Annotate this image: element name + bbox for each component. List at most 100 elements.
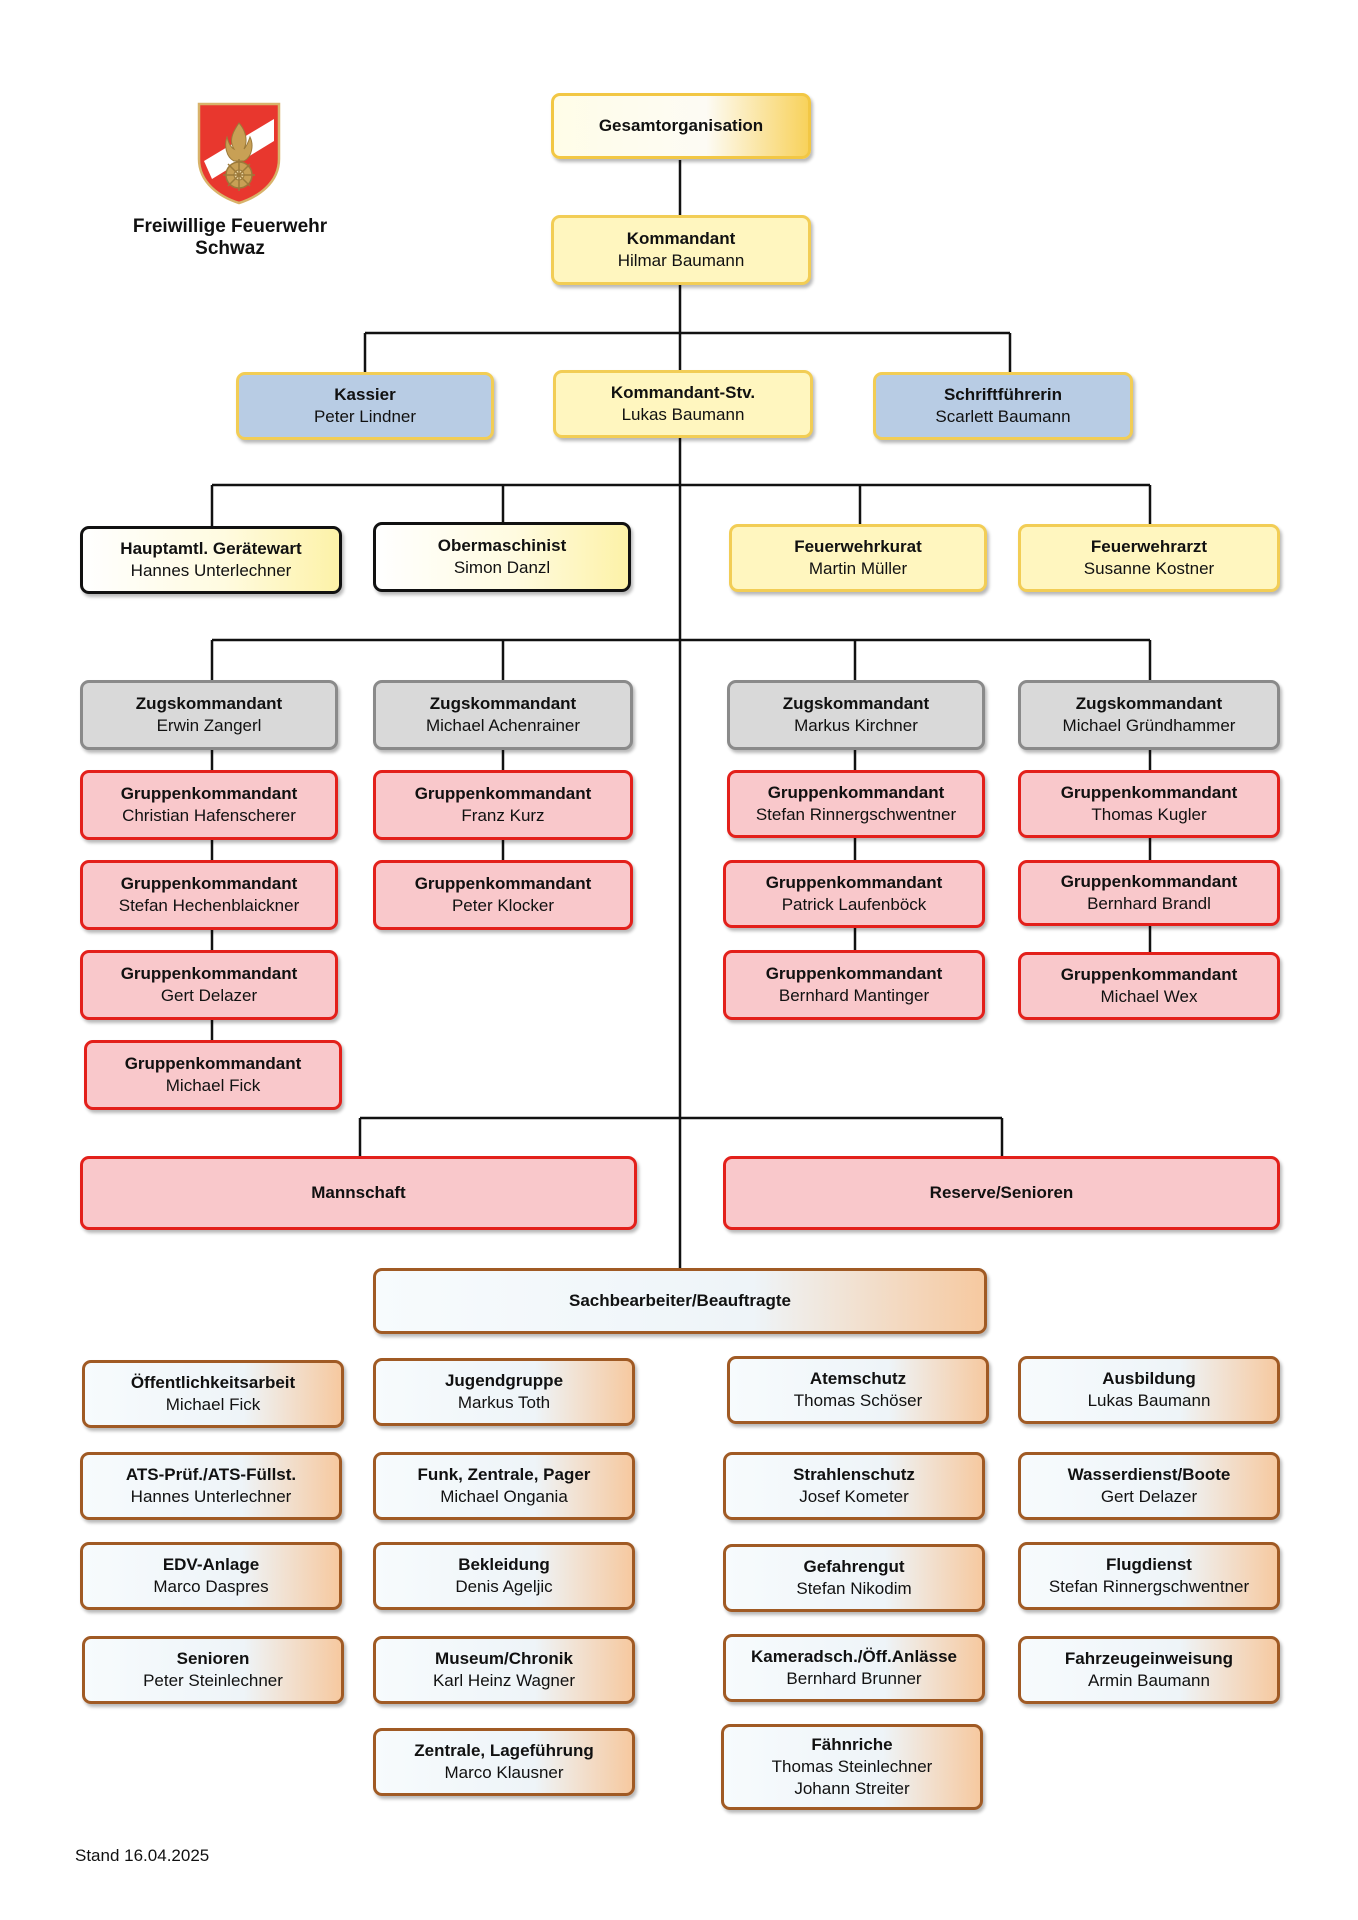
node-person: Bernhard Mantinger bbox=[778, 986, 930, 1005]
node-title: Gruppenkommandant bbox=[1060, 871, 1238, 891]
node-title: Feuerwehrkurat bbox=[794, 536, 922, 556]
node-kommandant-stv: Kommandant-Stv. Lukas Baumann bbox=[553, 370, 813, 438]
node-title: Zentrale, Lageführung bbox=[414, 1740, 594, 1760]
node-person: Peter Steinlechner bbox=[143, 1671, 283, 1690]
node-title: Flugdienst bbox=[1106, 1554, 1192, 1574]
node-zugskommandant-3: Zugskommandant Markus Kirchner bbox=[727, 680, 985, 750]
node-person: Martin Müller bbox=[808, 559, 908, 578]
node-bekleidung: Bekleidung Denis Ageljic bbox=[373, 1542, 635, 1610]
node-title: Gruppenkommandant bbox=[765, 963, 943, 983]
node-title: ATS-Prüf./ATS-Füllst. bbox=[125, 1464, 297, 1484]
node-title: Gruppenkommandant bbox=[1060, 782, 1238, 802]
node-person: Gert Delazer bbox=[160, 986, 258, 1005]
organization-name-line1: Freiwillige Feuerwehr bbox=[132, 216, 328, 237]
node-title: Gefahrengut bbox=[803, 1556, 905, 1576]
node-gesamtorganisation: Gesamtorganisation bbox=[551, 93, 811, 159]
node-person: Lukas Baumann bbox=[621, 405, 745, 424]
node-title: Gruppenkommandant bbox=[414, 783, 592, 803]
node-flugdienst: Flugdienst Stefan Rinnergschwentner bbox=[1018, 1542, 1280, 1610]
node-person: Erwin Zangerl bbox=[156, 716, 262, 735]
node-reserve-senioren: Reserve/Senioren bbox=[723, 1156, 1280, 1230]
node-title: Jugendgruppe bbox=[444, 1370, 564, 1390]
node-person: Markus Kirchner bbox=[794, 716, 918, 735]
node-title: Ausbildung bbox=[1102, 1368, 1196, 1388]
node-person: Lukas Baumann bbox=[1087, 1391, 1211, 1410]
node-person: Michael Gründhammer bbox=[1062, 716, 1236, 735]
node-title: Kameradsch./Öff.Anlässe bbox=[751, 1646, 957, 1666]
node-wasserdienst-boote: Wasserdienst/Boote Gert Delazer bbox=[1018, 1452, 1280, 1520]
node-person: Markus Toth bbox=[457, 1393, 551, 1412]
node-person: Scarlett Baumann bbox=[935, 407, 1071, 426]
node-gruppenkommandant-1b: Gruppenkommandant Stefan Hechenblaickner bbox=[80, 860, 338, 930]
node-title: Gruppenkommandant bbox=[1060, 964, 1238, 984]
node-jugendgruppe: Jugendgruppe Markus Toth bbox=[373, 1358, 635, 1426]
node-schriftfuehrerin: Schriftführerin Scarlett Baumann bbox=[873, 372, 1133, 440]
node-kameradschaft-anlaesse: Kameradsch./Öff.Anlässe Bernhard Brunner bbox=[723, 1634, 985, 1702]
node-person: Marco Daspres bbox=[153, 1577, 269, 1596]
node-gruppenkommandant-3c: Gruppenkommandant Bernhard Mantinger bbox=[723, 950, 985, 1020]
node-feuerwehrarzt: Feuerwehrarzt Susanne Kostner bbox=[1018, 524, 1280, 592]
node-gruppenkommandant-1d: Gruppenkommandant Michael Fick bbox=[84, 1040, 342, 1110]
node-gruppenkommandant-3b: Gruppenkommandant Patrick Laufenböck bbox=[723, 860, 985, 928]
node-title: Öffentlichkeitsarbeit bbox=[130, 1372, 296, 1392]
node-title: Zugskommandant bbox=[429, 693, 577, 713]
node-person: Michael Wex bbox=[1100, 987, 1198, 1006]
node-gruppenkommandant-1a: Gruppenkommandant Christian Hafenscherer bbox=[80, 770, 338, 840]
node-person: Michael Ongania bbox=[440, 1487, 568, 1506]
node-person: Peter Klocker bbox=[451, 896, 555, 915]
node-title: Gruppenkommandant bbox=[120, 873, 298, 893]
node-person: Stefan Rinnergschwentner bbox=[1048, 1577, 1250, 1596]
node-gruppenkommandant-2a: Gruppenkommandant Franz Kurz bbox=[373, 770, 633, 840]
node-person: Josef Kometer bbox=[799, 1487, 909, 1506]
node-museum-chronik: Museum/Chronik Karl Heinz Wagner bbox=[373, 1636, 635, 1704]
node-title: Gruppenkommandant bbox=[767, 782, 945, 802]
node-title: Kassier bbox=[334, 384, 396, 404]
node-gruppenkommandant-1c: Gruppenkommandant Gert Delazer bbox=[80, 950, 338, 1020]
node-mannschaft: Mannschaft bbox=[80, 1156, 637, 1230]
node-title: Kommandant-Stv. bbox=[610, 382, 756, 402]
node-faehnriche: Fähnriche Thomas Steinlechner Johann Str… bbox=[721, 1724, 983, 1810]
node-zugskommandant-1: Zugskommandant Erwin Zangerl bbox=[80, 680, 338, 750]
node-person: Hilmar Baumann bbox=[617, 251, 745, 270]
node-gruppenkommandant-4c: Gruppenkommandant Michael Wex bbox=[1018, 952, 1280, 1020]
node-title: Gesamtorganisation bbox=[598, 115, 764, 135]
node-title: Schriftführerin bbox=[943, 384, 1063, 404]
node-person: Peter Lindner bbox=[313, 407, 417, 426]
node-title: Gruppenkommandant bbox=[120, 963, 298, 983]
node-title: EDV-Anlage bbox=[162, 1554, 260, 1574]
node-feuerwehrkurat: Feuerwehrkurat Martin Müller bbox=[729, 524, 987, 592]
node-title: Reserve/Senioren bbox=[929, 1182, 1074, 1202]
node-person: Michael Fick bbox=[165, 1076, 261, 1095]
node-sachbearbeiter-beauftragte: Sachbearbeiter/Beauftragte bbox=[373, 1268, 987, 1334]
node-zugskommandant-4: Zugskommandant Michael Gründhammer bbox=[1018, 680, 1280, 750]
node-title: Senioren bbox=[176, 1648, 250, 1668]
node-person: Denis Ageljic bbox=[455, 1577, 553, 1596]
node-edv-anlage: EDV-Anlage Marco Daspres bbox=[80, 1542, 342, 1610]
node-kommandant: Kommandant Hilmar Baumann bbox=[551, 215, 811, 285]
node-title: Gruppenkommandant bbox=[765, 872, 943, 892]
node-title: Obermaschinist bbox=[437, 535, 567, 555]
node-strahlenschutz: Strahlenschutz Josef Kometer bbox=[723, 1452, 985, 1520]
node-ausbildung: Ausbildung Lukas Baumann bbox=[1018, 1356, 1280, 1424]
node-title: Zugskommandant bbox=[135, 693, 283, 713]
node-person: Armin Baumann bbox=[1088, 1671, 1210, 1690]
organization-name-line2: Schwaz bbox=[195, 237, 265, 259]
node-gruppenkommandant-4b: Gruppenkommandant Bernhard Brandl bbox=[1018, 860, 1280, 926]
node-person: Patrick Laufenböck bbox=[781, 895, 927, 914]
node-senioren: Senioren Peter Steinlechner bbox=[82, 1636, 344, 1704]
node-person: Karl Heinz Wagner bbox=[432, 1671, 576, 1690]
node-person: Franz Kurz bbox=[461, 806, 545, 825]
node-hauptamtl-geraetewart: Hauptamtl. Gerätewart Hannes Unterlechne… bbox=[80, 526, 342, 594]
node-person: Gert Delazer bbox=[1100, 1487, 1198, 1506]
node-title: Bekleidung bbox=[458, 1554, 550, 1574]
fire-brigade-logo bbox=[197, 102, 281, 205]
node-person: Michael Achenrainer bbox=[425, 716, 581, 735]
node-obermaschinist: Obermaschinist Simon Danzl bbox=[373, 522, 631, 592]
node-gruppenkommandant-4a: Gruppenkommandant Thomas Kugler bbox=[1018, 770, 1280, 838]
node-title: Funk, Zentrale, Pager bbox=[417, 1464, 591, 1484]
node-title: Hauptamtl. Gerätewart bbox=[120, 538, 302, 558]
node-title: Atemschutz bbox=[809, 1368, 907, 1388]
node-person: Michael Fick bbox=[165, 1395, 261, 1414]
